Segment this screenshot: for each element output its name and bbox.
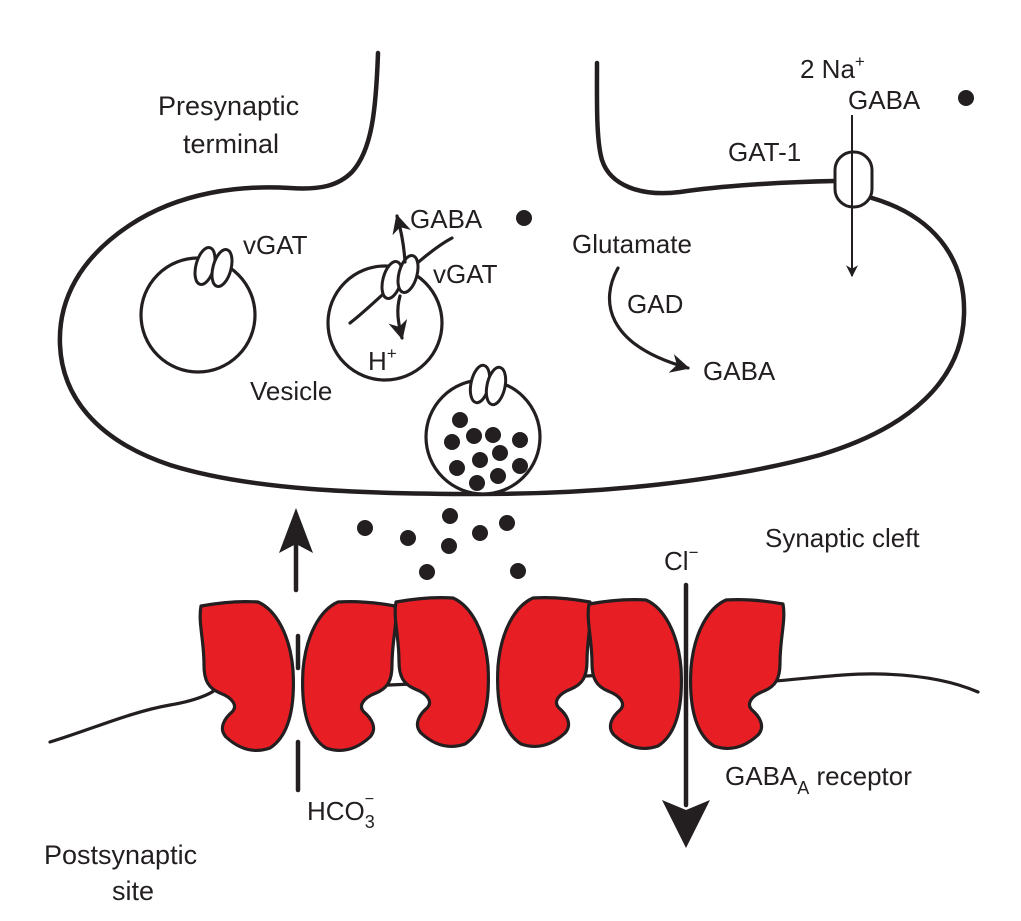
cl-ion-label: Cl− (664, 543, 699, 576)
gaba-uptake-arrow (392, 214, 411, 264)
gaba-molecule (472, 525, 488, 541)
presynaptic-membrane-right (594, 60, 838, 196)
gaba-molecule (490, 468, 506, 484)
gad-label: GAD (627, 289, 683, 319)
gaba-molecule (510, 563, 526, 579)
gaba-molecule (419, 564, 435, 580)
h-efflux-arrow (388, 294, 408, 340)
cl-influx-arrow (662, 582, 710, 848)
gaba-molecule (516, 210, 532, 226)
gaba-extracellular-label: GABA (848, 85, 921, 115)
postsynaptic-membrane-right (758, 672, 980, 694)
vgat-middle-label: vGAT (433, 259, 498, 289)
gaba-molecule (444, 434, 460, 450)
hco3-efflux-arrow (279, 508, 313, 793)
receptor-subunit-left (393, 596, 490, 748)
gaba-molecule (492, 445, 508, 461)
gat1-transporter (833, 150, 874, 209)
presynaptic-label-line2: terminal (183, 129, 279, 159)
gaba-molecule (512, 458, 528, 474)
gaba-a-receptor (198, 600, 398, 752)
gaba-molecule (469, 475, 485, 491)
vgat-left-label: vGAT (243, 230, 308, 260)
postsynaptic-membrane-left (48, 685, 218, 744)
gaba-molecule (449, 460, 465, 476)
gaba-molecule (499, 515, 515, 531)
cleft-gaba (357, 508, 526, 580)
receptor-subunit-right (689, 598, 786, 750)
gaba-molecule (441, 538, 457, 554)
gaba-molecule (400, 530, 416, 546)
gaba-molecule (466, 428, 482, 444)
gat1-label: GAT-1 (728, 137, 801, 167)
vesicle-docked (424, 363, 542, 496)
gaba-molecule (357, 520, 373, 536)
gaba-molecule (442, 508, 458, 524)
receptor-subunit-right (301, 600, 398, 752)
gaba-a-receptor (586, 598, 786, 750)
vesicle-label: Vesicle (250, 376, 332, 406)
hco3-label: HCO3− (307, 791, 375, 832)
synaptic-cleft-label: Synaptic cleft (765, 523, 920, 553)
receptor-subunit-left (586, 598, 683, 750)
vesicle-empty (139, 246, 257, 374)
glutamate-label: Glutamate (572, 229, 692, 259)
presynaptic-label-line1: Presynaptic (158, 91, 299, 121)
presynaptic-membrane (57, 50, 967, 497)
gaba-molecule (472, 452, 488, 468)
receptor-subunit-right (496, 596, 593, 748)
gaba-a-receptors (198, 596, 786, 752)
na-ion-label: 2 Na+ (800, 52, 865, 84)
gaba-molecule (452, 412, 468, 428)
postsynaptic-label-line2: site (112, 876, 154, 906)
gaba-a-receptor-label: GABAA receptor (725, 761, 912, 798)
postsynaptic-label-line1: Postsynaptic (44, 840, 197, 870)
h-ion-label: H+ (368, 344, 397, 376)
gaba-molecule (485, 427, 501, 443)
gaba-vesicle-label: GABA (410, 204, 483, 234)
gaba-a-receptor (393, 596, 593, 748)
gad-conversion-arrow (607, 266, 690, 373)
gaba-synth-label: GABA (703, 356, 776, 386)
gaba-molecule (512, 432, 528, 448)
gaba-molecule (958, 90, 974, 106)
receptor-subunit-left (198, 600, 295, 752)
vesicle-filling (326, 214, 454, 382)
